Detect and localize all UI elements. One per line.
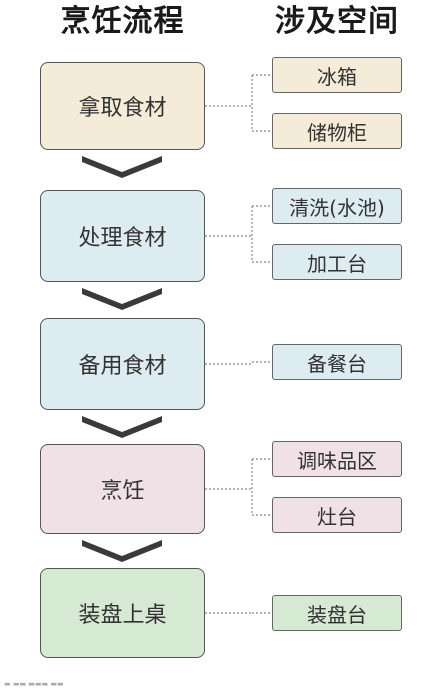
space-cabinet: 储物柜 xyxy=(272,113,402,149)
step-stage-ingredients: 备用食材 xyxy=(40,318,205,410)
space-plating-counter: 装盘台 xyxy=(272,595,402,631)
space-sink: 清洗(水池) xyxy=(272,188,402,224)
space-stove: 灶台 xyxy=(272,497,402,533)
space-prep-counter: 加工台 xyxy=(272,244,402,280)
space-fridge: 冰箱 xyxy=(272,57,402,93)
space-staging-counter: 备餐台 xyxy=(272,344,402,380)
step-prepare-ingredients: 处理食材 xyxy=(40,190,205,282)
watermark-mark: ▬ ▬▬ ▬▬▬ ▬▬ xyxy=(4,680,64,688)
space-seasoning-area: 调味品区 xyxy=(272,441,402,477)
step-plate-serve: 装盘上桌 xyxy=(40,568,205,658)
process-heading: 烹饪流程 xyxy=(60,4,185,39)
flow-chevron-icon xyxy=(82,416,162,438)
step-cooking: 烹饪 xyxy=(40,444,205,534)
spaces-heading: 涉及空间 xyxy=(275,4,399,39)
flow-chevron-icon xyxy=(82,288,162,310)
step-fetch-ingredients: 拿取食材 xyxy=(40,62,205,150)
flow-chevron-icon xyxy=(82,540,162,562)
flow-chevron-icon xyxy=(82,156,162,178)
